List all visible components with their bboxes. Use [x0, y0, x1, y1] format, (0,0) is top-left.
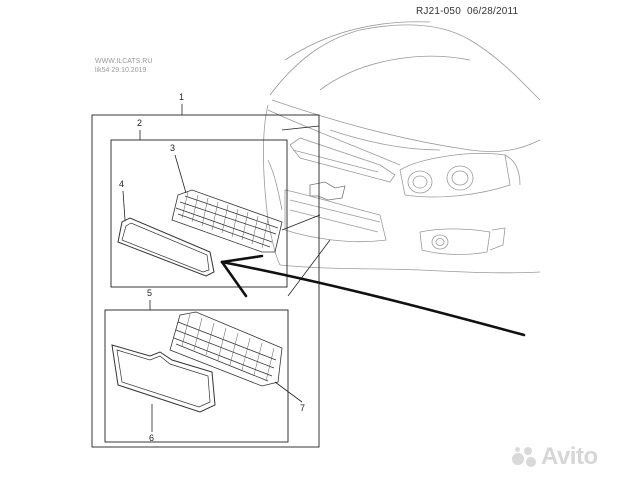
part-3-grille [171, 189, 283, 253]
callout-leader-7 [274, 381, 303, 403]
callout-7: 7 [300, 403, 306, 413]
watermark-user: lik54 29.10.2019 [95, 67, 147, 74]
leader-to-car-mid [281, 214, 321, 231]
avito-wordmark: Avito [541, 443, 598, 470]
callout-6: 6 [149, 433, 155, 443]
callout-3: 3 [170, 143, 176, 153]
watermark-site: WWW.ILCATS.RU [95, 58, 153, 65]
hand-drawn-arrow [220, 254, 526, 337]
document-date: 06/28/2011 [466, 6, 519, 17]
avito-logo-icon [512, 447, 538, 467]
callout-2: 2 [137, 118, 143, 128]
part-7-grille [169, 311, 283, 387]
leader-to-car-upper [281, 125, 320, 131]
document-number: RJ21-050 [416, 6, 461, 17]
part-6-frame [111, 344, 216, 413]
part-4-frame [117, 217, 215, 277]
callout-5: 5 [147, 288, 153, 298]
avito-watermark: Avito [512, 443, 598, 471]
assembly-box-1 [91, 114, 320, 448]
document-id: RJ21-050 06/28/2011 [416, 6, 518, 17]
callout-4: 4 [119, 179, 125, 189]
callout-1: 1 [179, 92, 185, 102]
assembly-box-2 [110, 139, 288, 288]
leader-to-car-lower [287, 239, 331, 297]
assembly-box-5 [104, 309, 289, 443]
callout-leader-4 [122, 190, 126, 221]
callout-leader-3 [174, 154, 187, 194]
car-front-sketch [263, 21, 541, 274]
